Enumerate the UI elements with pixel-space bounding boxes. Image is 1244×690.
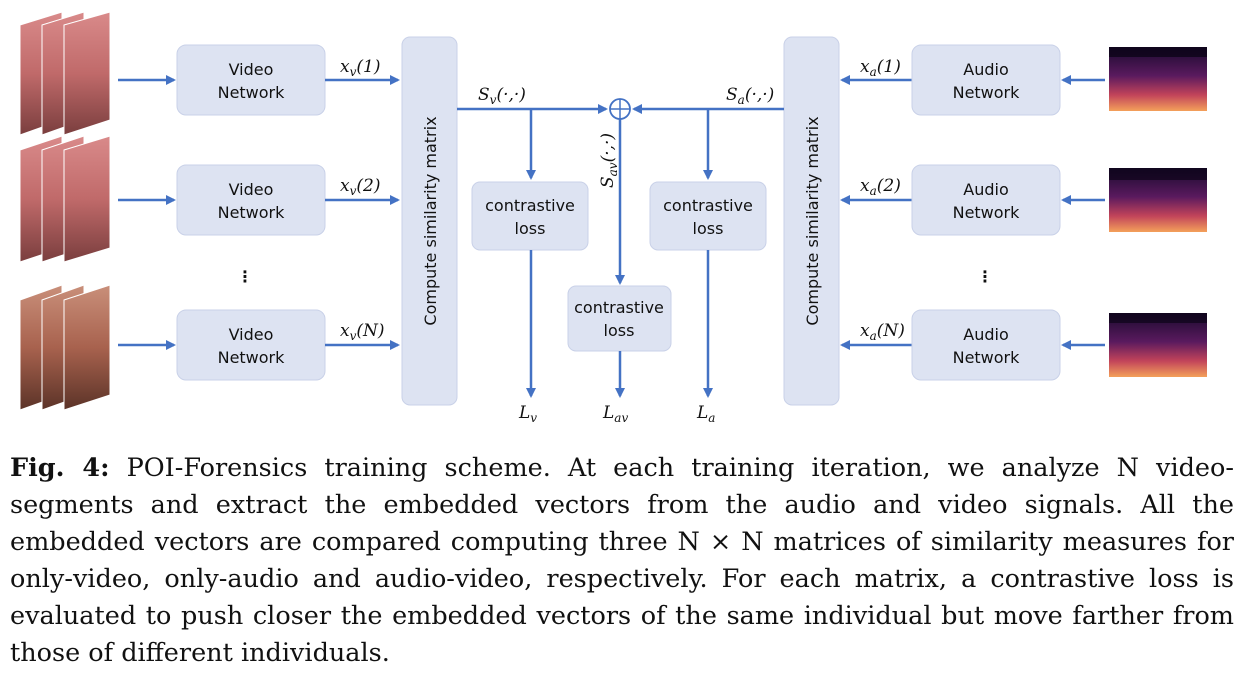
svg-text:Video: Video	[229, 60, 274, 79]
svg-text:Audio: Audio	[963, 60, 1008, 79]
audio-contrastive-loss: contrastive loss	[649, 181, 767, 251]
audio-network-2: Audio Network	[911, 164, 1061, 236]
svg-text:contrastive: contrastive	[574, 298, 664, 317]
svg-text:Audio: Audio	[963, 325, 1008, 344]
audio-similarity-matrix: Compute similarity matrix	[783, 36, 840, 406]
video-network-n: Video Network	[176, 309, 326, 381]
sv-label: Sv(·,·)	[478, 85, 526, 107]
lav-label: Lav	[602, 403, 628, 425]
svg-text:Compute similarity matrix: Compute similarity matrix	[421, 116, 440, 325]
svg-text:loss: loss	[693, 219, 724, 238]
svg-text:contrastive: contrastive	[485, 196, 575, 215]
svg-text:Network: Network	[953, 348, 1021, 367]
svg-text:loss: loss	[515, 219, 546, 238]
la-label: La	[696, 403, 715, 425]
audio-video-contrastive-loss: contrastive loss	[567, 285, 672, 352]
figure-caption: Fig. 4: POI-Forensics training scheme. A…	[10, 450, 1234, 672]
video-network-1: Video Network	[176, 44, 326, 116]
svg-text:Network: Network	[218, 83, 286, 102]
spectrogram-2	[1109, 168, 1207, 232]
svg-text:Audio: Audio	[963, 180, 1008, 199]
caption-label: Fig. 4:	[10, 453, 110, 483]
video-similarity-matrix: Compute similarity matrix	[401, 36, 458, 406]
xvn-label: xv(N)	[340, 321, 385, 343]
svg-text:loss: loss	[604, 321, 635, 340]
spectrogram-n	[1109, 313, 1207, 377]
svg-text:Network: Network	[953, 83, 1021, 102]
sa-label: Sa(·,·)	[726, 85, 774, 107]
xa2-label: xa(2)	[860, 176, 901, 198]
lv-label: Lv	[518, 403, 537, 425]
sav-label: Sav(·,·)	[598, 133, 620, 188]
xa1-label: xa(1)	[860, 57, 901, 79]
video-frames-n	[19, 284, 111, 411]
svg-text:Compute similarity matrix: Compute similarity matrix	[803, 116, 822, 325]
svg-text:Video: Video	[229, 325, 274, 344]
video-frames-2	[19, 135, 111, 263]
svg-text:Network: Network	[953, 203, 1021, 222]
audio-network-n: Audio Network	[911, 309, 1061, 381]
video-ellipsis: ⋮	[237, 267, 253, 286]
caption-text: POI-Forensics training scheme. At each t…	[10, 453, 1234, 668]
spectrogram-1	[1109, 47, 1207, 111]
svg-text:Network: Network	[218, 203, 286, 222]
sum-node	[609, 98, 631, 120]
training-scheme-diagram: Video Network Video Network ⋮ Video Netw…	[19, 11, 1207, 425]
svg-text:Network: Network	[218, 348, 286, 367]
video-network-2: Video Network	[176, 164, 326, 236]
audio-ellipsis: ⋮	[977, 267, 993, 286]
video-frames-1	[19, 11, 111, 136]
video-contrastive-loss: contrastive loss	[471, 181, 589, 251]
xan-label: xa(N)	[860, 321, 905, 343]
xv2-label: xv(2)	[340, 176, 380, 198]
audio-network-1: Audio Network	[911, 44, 1061, 116]
xv1-label: xv(1)	[340, 57, 380, 79]
svg-text:contrastive: contrastive	[663, 196, 753, 215]
svg-text:Video: Video	[229, 180, 274, 199]
